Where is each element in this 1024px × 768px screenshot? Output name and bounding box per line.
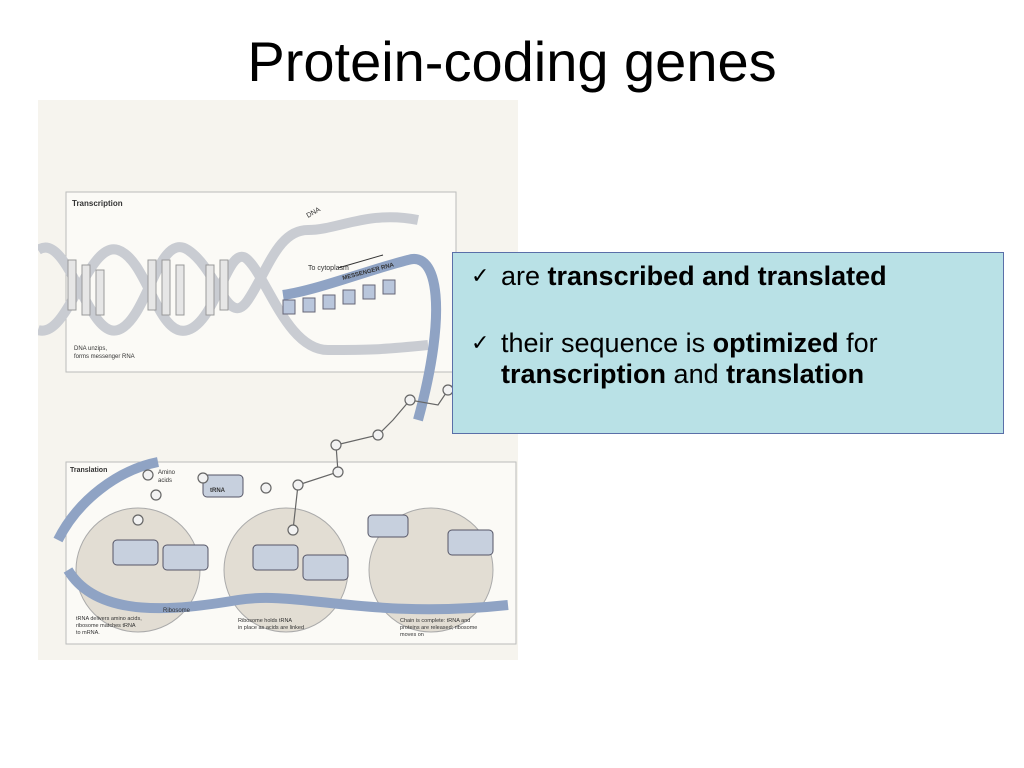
translation-mrna <box>63 567 509 615</box>
bullet2-text-pre: their sequence is <box>501 328 706 358</box>
transcription-translation-diagram: Transcription DNA To cytoplasm MESSENGER… <box>38 191 517 645</box>
mrna-bases <box>282 279 396 315</box>
trna-molecules <box>112 474 494 581</box>
to-cytoplasm-label: To cytoplasm <box>308 265 349 272</box>
chain-complete-caption-3: moves on <box>400 632 424 638</box>
bullet2-text-mid: for <box>846 328 878 358</box>
chain-complete-caption-1: Chain is complete: tRNA and <box>400 618 470 624</box>
bullet-transcribed: ✓ are transcribed and translated <box>471 261 991 292</box>
amino-acids-label-1: Amino <box>158 470 176 476</box>
check-icon: ✓ <box>471 264 490 289</box>
mrna-strand <box>282 253 442 422</box>
chain-complete-caption-2: proteins are released; ribosome <box>400 625 477 631</box>
ribosome-holds-caption-1: Ribosome holds tRNA <box>238 618 292 624</box>
gene-expression-illustration: Transcription DNA To cytoplasm MESSENGER… <box>38 100 518 660</box>
dna-unzips-caption-1: DNA unzips, <box>74 346 107 352</box>
bullet2-text-and: and <box>673 359 719 389</box>
dna-strand-b <box>38 244 429 356</box>
ribosome-label: Ribosome <box>163 608 191 614</box>
trna-delivers-caption-1: tRNA delivers amino acids, <box>76 616 142 622</box>
bullet1-emphasis: transcribed and translated <box>547 261 887 291</box>
trna-delivers-caption-3: to mRNA. <box>76 630 100 636</box>
ribosome-holds-caption-2: in place as acids are linked <box>238 625 304 631</box>
bullet-optimized: ✓ their sequence is optimized for transc… <box>471 328 991 390</box>
incoming-mrna <box>53 457 160 543</box>
translation-label: Translation <box>70 467 107 474</box>
bullet2-optimized: optimized <box>712 328 839 358</box>
check-icon: ✓ <box>471 331 490 356</box>
slide-title: Protein-coding genes <box>247 30 777 93</box>
dna-unzips-caption-2: forms messenger RNA <box>74 354 135 360</box>
bullet1-text: are <box>501 261 541 291</box>
callout-box: ✓ are transcribed and translated ✓ their… <box>452 252 1004 434</box>
trna-delivers-caption-2: ribosome matches tRNA <box>76 623 136 629</box>
bullet2-translation: translation <box>726 359 865 389</box>
dna-base-pairs <box>67 259 229 316</box>
amino-acids-label-2: acids <box>158 478 172 484</box>
bullet2-transcription: transcription <box>501 359 667 389</box>
cytoplasm-arrow <box>337 254 384 269</box>
transcription-label: Transcription <box>72 199 123 208</box>
trna-label: tRNA <box>210 488 226 494</box>
